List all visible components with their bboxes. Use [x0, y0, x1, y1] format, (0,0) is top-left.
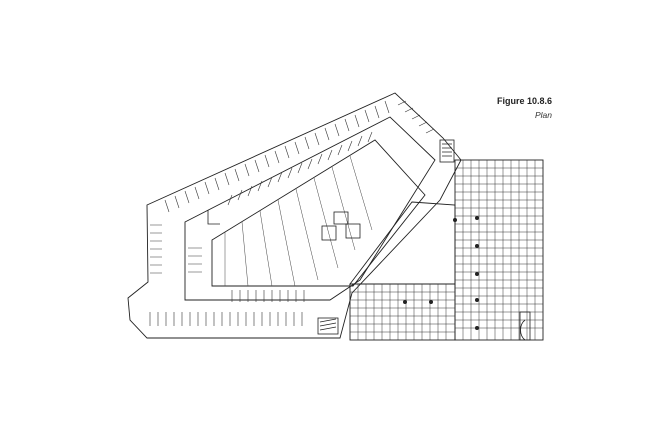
central-void [211, 139, 426, 287]
parking-stalls [149, 100, 435, 326]
figure-caption: Figure 10.8.6 Plan [497, 96, 552, 120]
figure-number: Figure 10.8.6 [496, 96, 552, 106]
courtyard-wedge [349, 201, 456, 285]
parking-outline [127, 92, 462, 339]
inner-lane [184, 116, 436, 301]
figure-title: Plan [534, 110, 552, 120]
ramp-lines [224, 155, 373, 287]
plan-linework [127, 92, 544, 341]
stair-cores [207, 139, 531, 341]
grid-lines [350, 160, 543, 340]
structural-columns [403, 216, 479, 330]
